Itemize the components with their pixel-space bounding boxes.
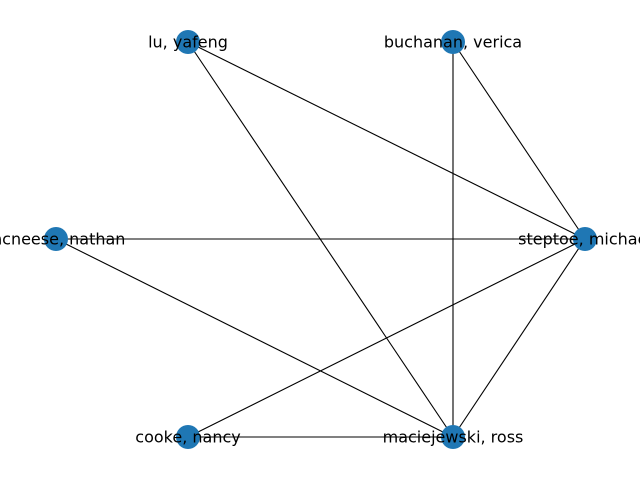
node-lu xyxy=(176,30,200,54)
node-steptoe xyxy=(573,227,597,251)
edge-mcneese-maciejewski xyxy=(55,238,454,438)
node-buchanan xyxy=(441,30,465,54)
node-label-cooke: cooke, nancy xyxy=(135,428,240,447)
node-layer xyxy=(44,30,597,449)
node-label-steptoe: steptoe, michael xyxy=(518,230,640,249)
node-label-buchanan: buchanan, verica xyxy=(384,33,522,52)
edge-steptoe-cooke xyxy=(187,238,586,438)
node-mcneese xyxy=(44,227,68,251)
edge-lu-steptoe xyxy=(187,41,586,240)
edge-steptoe-maciejewski xyxy=(452,238,586,438)
edge-layer xyxy=(55,41,586,438)
node-label-maciejewski: maciejewski, ross xyxy=(383,428,524,447)
node-cooke xyxy=(176,425,200,449)
edge-buchanan-steptoe xyxy=(452,41,586,240)
node-maciejewski xyxy=(441,425,465,449)
label-layer: lu, yafeng buchanan, verica mcneese, natha… xyxy=(0,33,640,447)
node-label-mcneese: mcneese, nathan xyxy=(0,230,125,249)
node-label-lu: lu, yafeng xyxy=(148,33,228,52)
